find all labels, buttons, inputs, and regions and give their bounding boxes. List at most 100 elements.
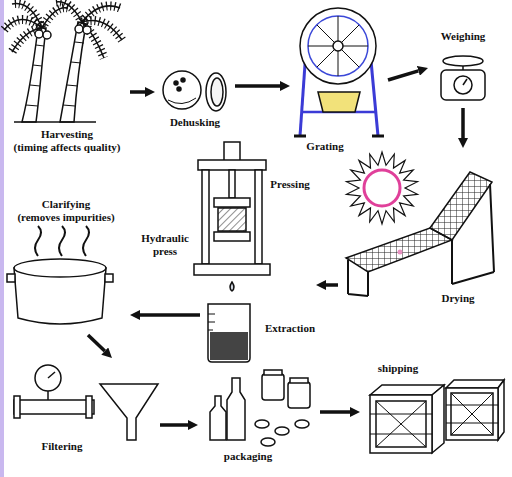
coconut: [163, 71, 201, 109]
step-label: Drying: [442, 292, 475, 305]
palm-trees: [35, 30, 43, 38]
process-step: Filtering: [8, 358, 160, 455]
step-label: Hydraulic press: [134, 232, 196, 258]
packaging-items: [210, 370, 310, 446]
side-band: [0, 0, 4, 477]
flow-arrow: [140, 313, 200, 317]
crates: [370, 380, 504, 453]
flow-arrow: [461, 108, 465, 138]
clarifying-pot: [7, 274, 15, 282]
clarifying-pot: [35, 226, 89, 256]
grating-machine: [372, 135, 384, 138]
drying-lounger: [348, 184, 494, 296]
crates: [446, 393, 498, 435]
palm-trees: [4, 2, 122, 58]
coconut: [181, 78, 185, 82]
coconut: [206, 73, 226, 111]
filter-assembly: [86, 396, 92, 418]
step-label: Filtering: [42, 440, 83, 453]
packaging-items: [290, 378, 308, 383]
palm-trees: [26, 42, 84, 106]
flow-arrow: [326, 283, 338, 287]
process-step: packaging: [198, 365, 320, 465]
process-step: Clarifying(removes impurities): [5, 195, 130, 335]
sun: [347, 152, 418, 224]
filter-assembly: [35, 365, 61, 391]
packaging-items: [210, 396, 226, 440]
grating-machine: [308, 16, 368, 76]
hydraulic-press: [229, 170, 235, 198]
packaging-items: [295, 420, 309, 428]
filter-assembly: [14, 365, 158, 440]
drying-lounger: [346, 172, 494, 296]
step-label: Weighing: [441, 30, 486, 43]
palm-trees: [42, 8, 68, 28]
filter-assembly: [100, 384, 158, 440]
palm-trees: [82, 22, 104, 58]
filter-assembly: [47, 391, 49, 400]
flow-arrow: [88, 335, 105, 351]
process-step: Weighing: [428, 28, 504, 108]
process-step: Extraction: [200, 298, 330, 364]
step-label: Dehusking: [170, 116, 220, 129]
packaging-items: [264, 370, 282, 375]
palm-trees: [4, 2, 122, 58]
scale: [463, 79, 467, 85]
palm-trees: [82, 6, 120, 22]
hydraulic-press: [202, 170, 209, 264]
process-step: PressingHydraulic press: [130, 140, 316, 292]
palm-trees: [22, 28, 46, 122]
process-step: shipping: [360, 358, 508, 458]
grating-machine: [308, 16, 368, 76]
step-label: Pressing: [270, 178, 310, 191]
step-label: (removes impurities): [17, 211, 114, 224]
coconut: [177, 87, 181, 91]
palm-trees: [12, 28, 42, 52]
coconut: [211, 78, 223, 106]
palm-trees: [42, 8, 68, 28]
palm-trees: [82, 22, 104, 58]
grating-machine: [294, 8, 384, 136]
clarifying-pot: [14, 259, 106, 277]
step-label: shipping: [378, 362, 418, 375]
beaker: [210, 332, 248, 360]
packaging-items: [262, 374, 284, 400]
flow-arrow: [235, 84, 280, 88]
palm-trees: [12, 28, 42, 52]
flow-arrow: [160, 423, 188, 427]
hydraulic-press: [194, 142, 270, 291]
palm-trees: [75, 25, 83, 33]
step-label: packaging: [224, 450, 272, 463]
hydraulic-press: [224, 142, 240, 162]
beaker: [208, 304, 250, 362]
grating-machine: [318, 92, 360, 112]
coconut: [163, 71, 226, 111]
filter-assembly: [14, 396, 20, 418]
grating-machine: [294, 135, 306, 138]
sun: [364, 170, 400, 206]
hydraulic-press: [214, 232, 250, 241]
beaker: [208, 304, 250, 362]
crates: [370, 395, 432, 453]
hydraulic-press: [198, 160, 266, 170]
hydraulic-press: [255, 170, 262, 264]
scale: [441, 56, 485, 100]
hydraulic-press: [230, 282, 234, 291]
palm-trees: [56, 2, 82, 22]
palm-trees: [12, 4, 42, 29]
palm-trees: [82, 6, 120, 22]
step-label: Grating: [306, 140, 343, 153]
crates: [446, 388, 498, 440]
beaker: [208, 314, 215, 330]
scale: [441, 70, 485, 100]
step-label: Harvesting: [41, 128, 93, 141]
step-label: Extraction: [265, 322, 315, 335]
drying-lounger: [346, 228, 452, 272]
palm-trees: [83, 26, 91, 34]
flow-arrow: [388, 71, 418, 80]
filter-assembly: [48, 372, 55, 378]
packaging-items: [261, 438, 275, 446]
hydraulic-press: [218, 208, 246, 231]
